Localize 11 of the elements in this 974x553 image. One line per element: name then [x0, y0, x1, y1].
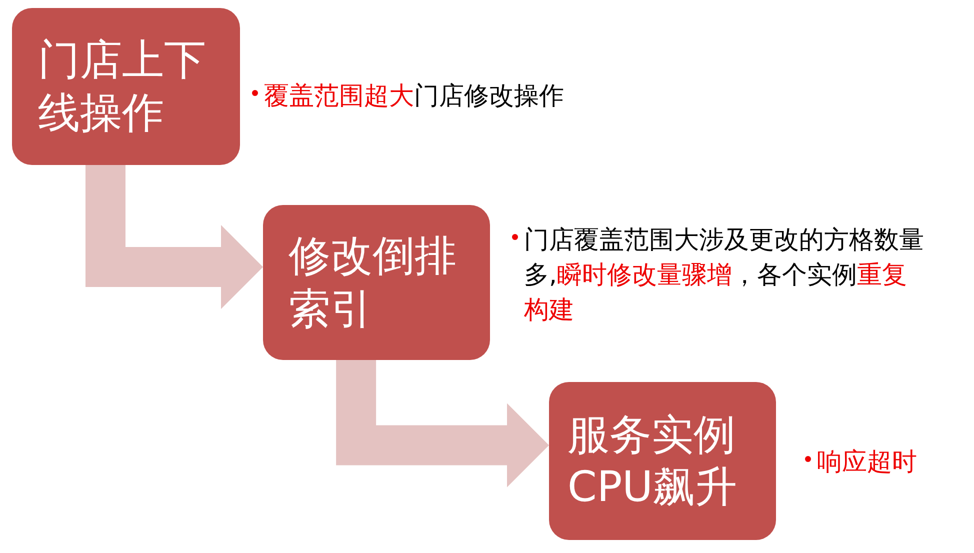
elbow-arrow: [336, 360, 549, 488]
process-box: [12, 8, 240, 165]
box-label: 服务实例CPU飙升: [568, 408, 738, 513]
process-box: [263, 205, 490, 360]
box-label: 修改倒排索引: [288, 230, 458, 334]
process-box: [549, 382, 776, 540]
box-label: 门店上下线操作: [38, 34, 207, 138]
elbow-arrow: [85, 165, 263, 309]
bullet-text: 响应超时: [817, 446, 917, 478]
bullet-text: 门店覆盖范围大涉及更改的方格数量多,瞬时修改量骤增，各个实例重复构建: [524, 224, 924, 326]
bullet-text: 覆盖范围超大门店修改操作: [264, 80, 564, 112]
